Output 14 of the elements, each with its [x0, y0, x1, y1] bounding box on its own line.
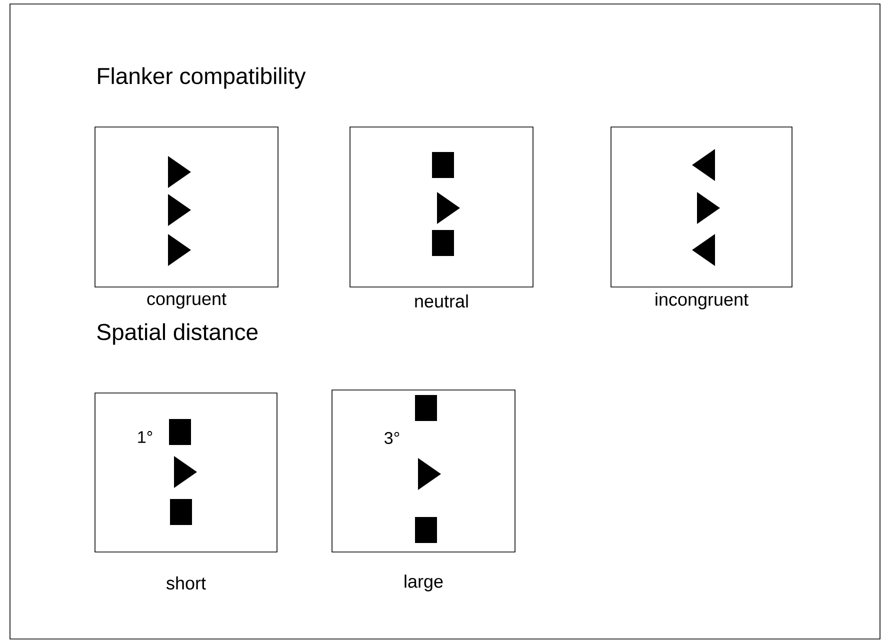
- condition-caption: neutral: [415, 294, 468, 308]
- condition-caption: incongruent: [656, 292, 748, 310]
- stimulus-panel: [350, 126, 534, 288]
- angle-label: 1°: [138, 431, 152, 443]
- stimulus-panel: [332, 390, 516, 552]
- section-heading: Spatial distance: [97, 323, 258, 345]
- angle-label: 3°: [384, 432, 400, 444]
- condition-caption: short: [166, 576, 206, 590]
- section-heading: Flanker compatibility: [98, 67, 306, 89]
- condition-caption: large: [404, 574, 443, 592]
- condition-caption: congruent: [147, 293, 226, 309]
- stimulus-panel: [94, 392, 278, 552]
- stimulus-panel: [610, 126, 792, 288]
- stimulus-panel: [94, 126, 278, 288]
